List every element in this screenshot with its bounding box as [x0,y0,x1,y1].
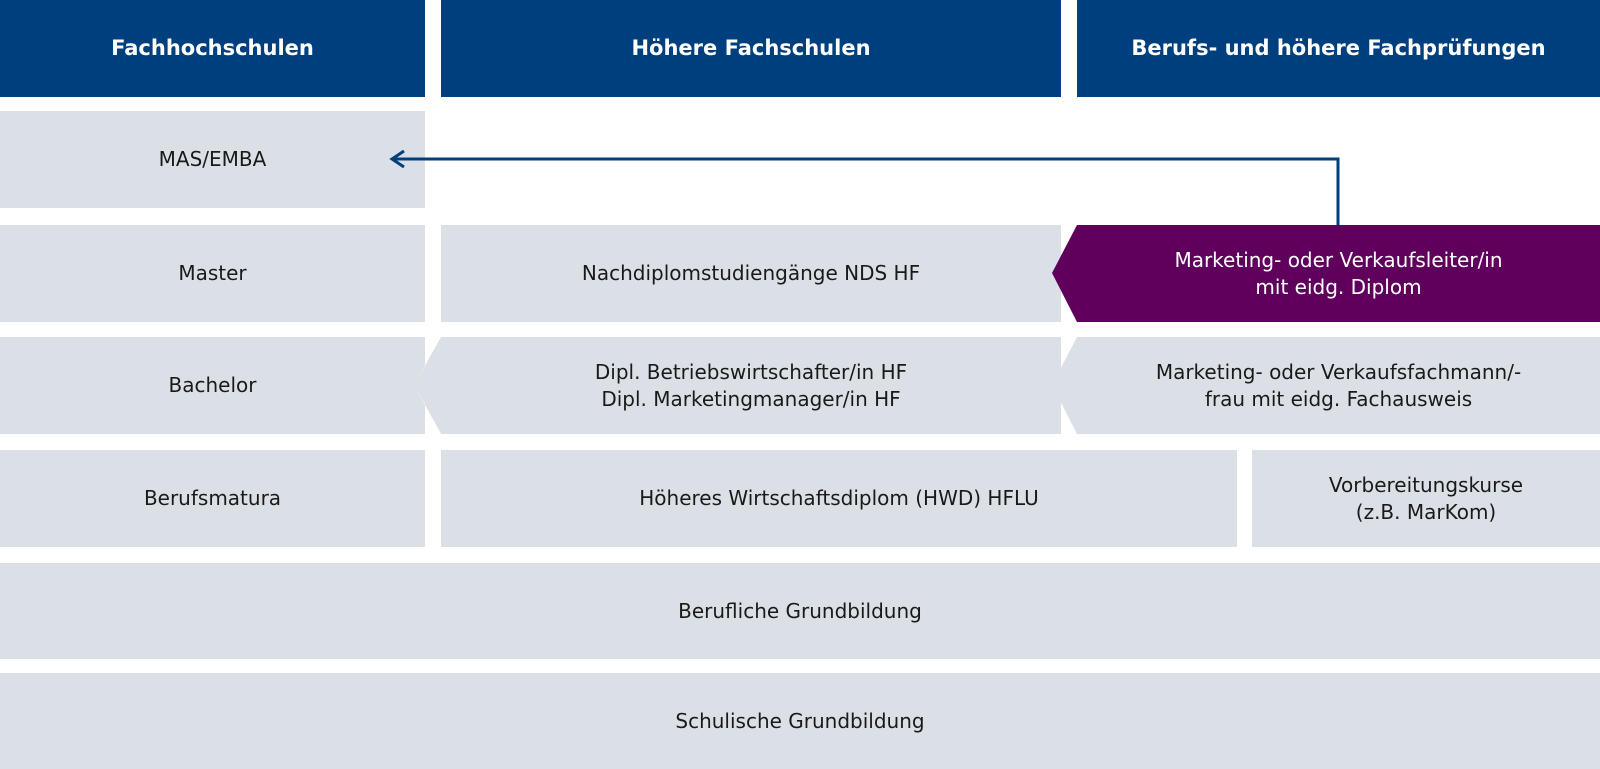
box-verkaufsleiter-diplom: Marketing- oder Verkaufsleiter/in mit ei… [1077,225,1600,322]
chevron-dipl-nds [722,322,778,337]
header-fachpruefungen-label: Berufs- und höhere Fachprüfungen [1131,36,1546,60]
chevron-kurse-fachmann [1398,434,1454,450]
arrow-leiter-to-mas [389,149,1340,225]
box-mas-emba: MAS/EMBA [0,111,425,208]
chevron-bachelor-master [184,322,240,337]
box-vorbereitungskurse: Vorbereitungskurse (z.B. MarKom) [1252,450,1600,547]
chevron-hwd-dipl [722,434,778,450]
box-verkaufsfachmann-line1: Marketing- oder Verkaufsfachmann/- [1155,359,1522,384]
box-master: Master [0,225,425,322]
box-dipl-hf: Dipl. Betriebswirtschafter/in HF Dipl. M… [441,337,1061,434]
box-dipl-hf-line1: Dipl. Betriebswirtschafter/in HF [594,359,908,384]
chevron-hwd-fachmann [1126,434,1182,450]
header-hoehere-fachschulen: Höhere Fachschulen [441,0,1061,97]
box-master-label: Master [178,261,247,285]
header-fachpruefungen: Berufs- und höhere Fachprüfungen [1077,0,1600,97]
header-fachhochschulen-label: Fachhochschulen [111,36,314,60]
box-bachelor-label: Bachelor [168,373,257,397]
box-berufsmatura-label: Berufsmatura [143,486,282,510]
header-fachhochschulen: Fachhochschulen [0,0,425,97]
chevron-fachmann-leiter [1312,322,1368,337]
box-verkaufsleiter-line2: mit eidg. Diplom [1255,274,1422,299]
box-hwd-hflu: Höheres Wirtschaftsdiplom (HWD) HFLU [441,450,1237,547]
box-hwd-hflu-label: Höheres Wirtschaftsdiplom (HWD) HFLU [639,486,1039,510]
box-bachelor: Bachelor [0,337,425,434]
box-mas-emba-label: MAS/EMBA [158,147,267,171]
box-berufsmatura: Berufsmatura [0,450,425,547]
box-schulische-grundbildung: Schulische Grundbildung [0,673,1600,769]
box-schulische-grundbildung-label: Schulische Grundbildung [675,708,925,733]
arrow-line [394,157,1340,225]
box-nds-hf: Nachdiplomstudiengänge NDS HF [441,225,1061,322]
box-verkaufsfachmann-line2: frau mit eidg. Fachausweis [1204,386,1473,411]
box-verkaufsleiter-line1: Marketing- oder Verkaufsleiter/in [1174,247,1503,272]
header-hoehere-fachschulen-label: Höhere Fachschulen [631,36,871,60]
box-berufliche-grundbildung: Berufliche Grundbildung [0,563,1600,659]
box-vorbereitungskurse-line2: (z.B. MarKom) [1355,499,1497,524]
box-vorbereitungskurse-line1: Vorbereitungskurse [1328,472,1524,497]
box-verkaufsfachmann-fachausweis: Marketing- oder Verkaufsfachmann/- frau … [1077,337,1600,434]
box-dipl-hf-line2: Dipl. Marketingmanager/in HF [601,386,901,411]
chevron-berufsmatura-bachelor [184,434,240,450]
box-nds-hf-label: Nachdiplomstudiengänge NDS HF [581,261,921,285]
box-berufliche-grundbildung-label: Berufliche Grundbildung [678,598,922,623]
